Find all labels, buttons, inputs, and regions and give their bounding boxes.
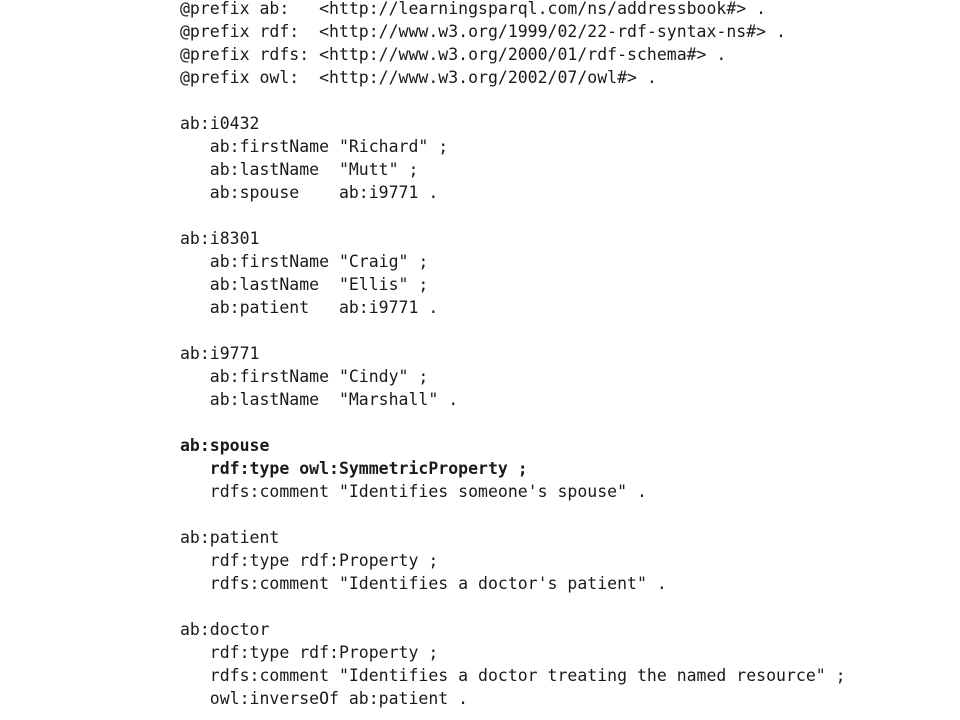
patient-comment: rdfs:comment "Identifies a doctor's pati… <box>180 574 667 593</box>
i8301-patient: ab:patient ab:i9771 . <box>180 298 439 317</box>
doctor-comment: rdfs:comment "Identifies a doctor treati… <box>180 666 846 685</box>
i0432-spouse: ab:spouse ab:i9771 . <box>180 183 439 202</box>
patient-type: rdf:type rdf:Property ; <box>180 551 439 570</box>
blank-line <box>180 319 940 342</box>
spouse-comment: rdfs:comment "Identifies someone's spous… <box>180 482 647 501</box>
blank-line <box>180 89 940 112</box>
doctor-inverseof: owl:inverseOf ab:patient . <box>180 689 469 708</box>
i9771-lastname: ab:lastName "Marshall" . <box>180 390 459 409</box>
blank-line <box>180 503 940 526</box>
i8301-lastname: ab:lastName "Ellis" ; <box>180 275 429 294</box>
i0432-lastname: ab:lastName "Mutt" ; <box>180 160 419 179</box>
blank-line <box>180 411 940 434</box>
prefix-rdf-line: @prefix rdf: <http://www.w3.org/1999/02/… <box>180 22 786 41</box>
prefix-rdfs-line: @prefix rdfs: <http://www.w3.org/2000/01… <box>180 45 727 64</box>
subject-doctor: ab:doctor <box>180 620 270 639</box>
subject-patient: ab:patient <box>180 528 280 547</box>
spouse-type: rdf:type owl:SymmetricProperty ; <box>180 459 528 478</box>
prefix-ab-line: @prefix ab: <http://learningsparql.com/n… <box>180 0 767 18</box>
i0432-firstname: ab:firstName "Richard" ; <box>180 137 449 156</box>
i9771-firstname: ab:firstName "Cindy" ; <box>180 367 429 386</box>
prefix-owl-line: @prefix owl: <http://www.w3.org/2002/07/… <box>180 68 657 87</box>
subject-i0432: ab:i0432 <box>180 114 260 133</box>
i8301-firstname: ab:firstName "Craig" ; <box>180 252 429 271</box>
subject-i8301: ab:i8301 <box>180 229 260 248</box>
subject-i9771: ab:i9771 <box>180 344 260 363</box>
blank-line <box>180 204 940 227</box>
subject-spouse: ab:spouse <box>180 436 270 455</box>
doctor-type: rdf:type rdf:Property ; <box>180 643 439 662</box>
turtle-code-listing: @prefix ab: <http://learningsparql.com/n… <box>180 0 940 710</box>
blank-line <box>180 595 940 618</box>
